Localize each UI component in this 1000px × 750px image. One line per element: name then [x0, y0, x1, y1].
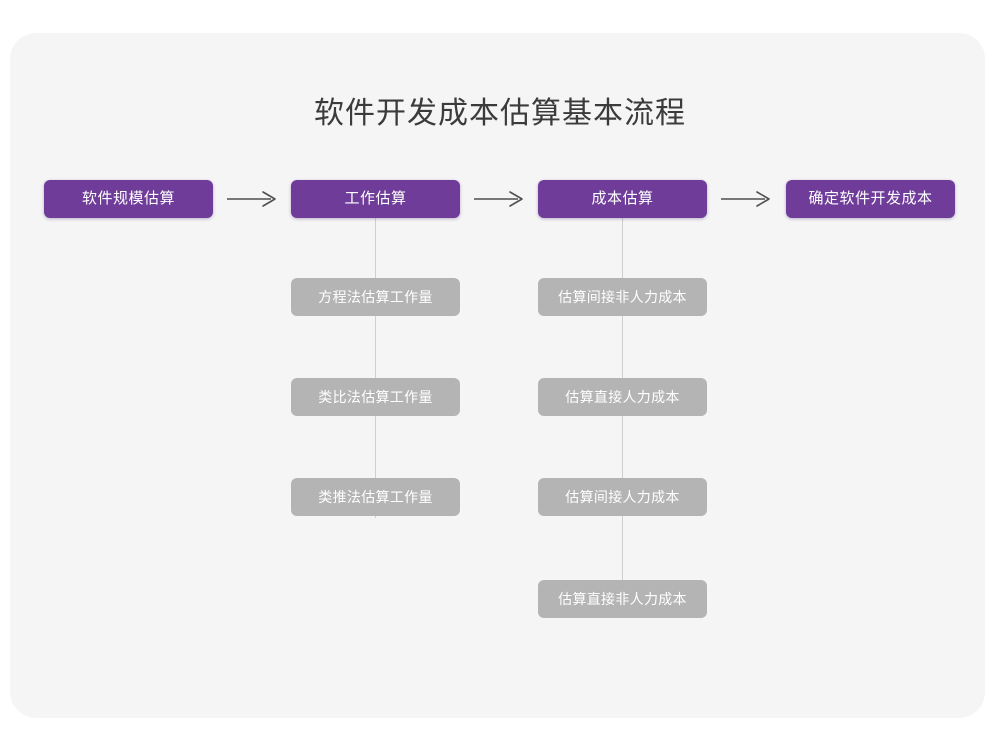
branch-2-item-1[interactable]: 估算间接非人力成本	[538, 278, 707, 316]
stage-box-1[interactable]: 软件规模估算	[44, 180, 213, 218]
arrow-right-icon-1	[225, 188, 281, 210]
connector-line-branch-1	[375, 218, 376, 518]
branch-2-item-4[interactable]: 估算直接非人力成本	[538, 580, 707, 618]
stage-box-2[interactable]: 工作估算	[291, 180, 460, 218]
branch-1-item-1[interactable]: 方程法估算工作量	[291, 278, 460, 316]
stage-box-4[interactable]: 确定软件开发成本	[786, 180, 955, 218]
branch-1-item-3[interactable]: 类推法估算工作量	[291, 478, 460, 516]
arrow-right-icon-2	[472, 188, 528, 210]
branch-2-item-3[interactable]: 估算间接人力成本	[538, 478, 707, 516]
stage-box-3[interactable]: 成本估算	[538, 180, 707, 218]
arrow-right-icon-3	[719, 188, 775, 210]
page-title: 软件开发成本估算基本流程	[314, 97, 686, 130]
branch-2-item-2[interactable]: 估算直接人力成本	[538, 378, 707, 416]
diagram-card	[10, 33, 985, 718]
branch-1-item-2[interactable]: 类比法估算工作量	[291, 378, 460, 416]
